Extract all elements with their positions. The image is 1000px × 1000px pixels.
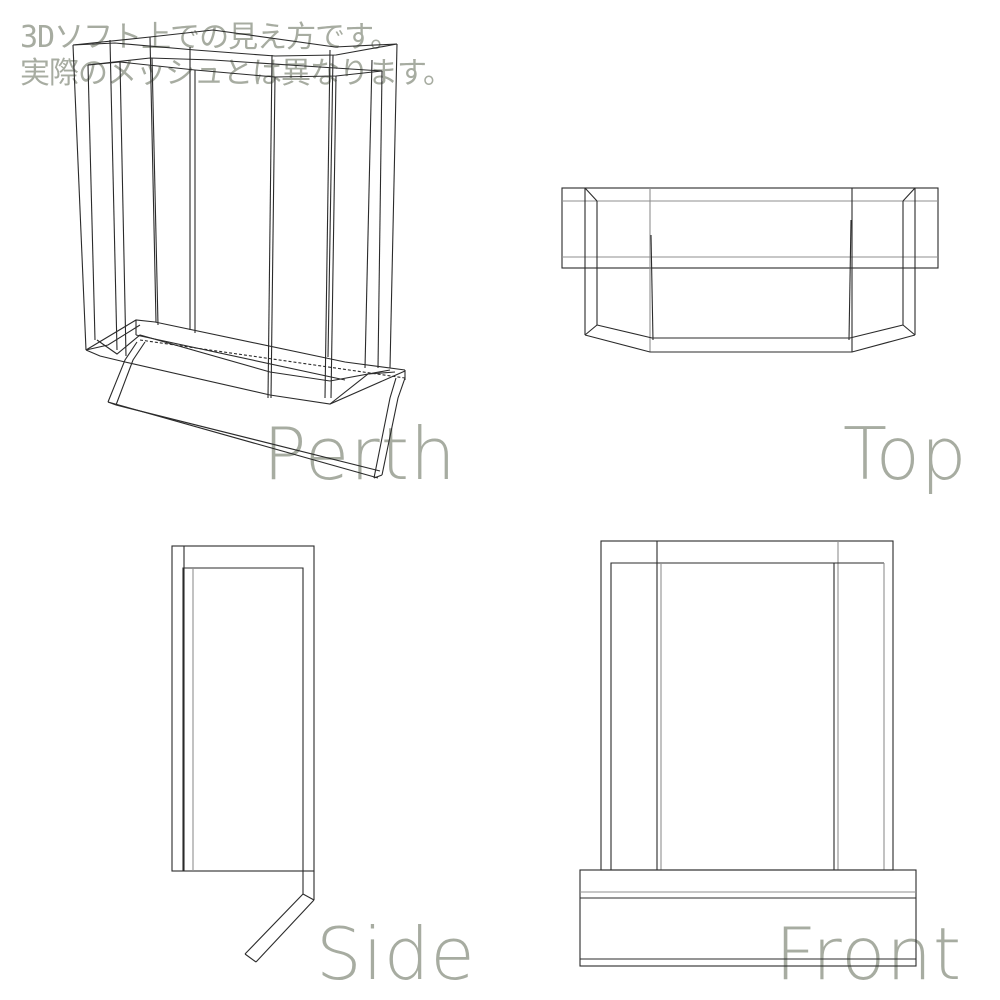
view-label-front: Front xyxy=(775,912,963,996)
front-view-wireframe xyxy=(579,540,917,967)
perspective-view-wireframe xyxy=(72,29,406,479)
disclaimer-line-1: 3Dソフト上での見え方です。 xyxy=(20,20,400,55)
view-label-side: Side xyxy=(316,912,476,996)
top-view-wireframe xyxy=(561,187,939,353)
view-label-top: Top xyxy=(843,412,968,496)
side-view-wireframe xyxy=(171,545,315,963)
view-label-perspective: Perth xyxy=(263,412,457,496)
